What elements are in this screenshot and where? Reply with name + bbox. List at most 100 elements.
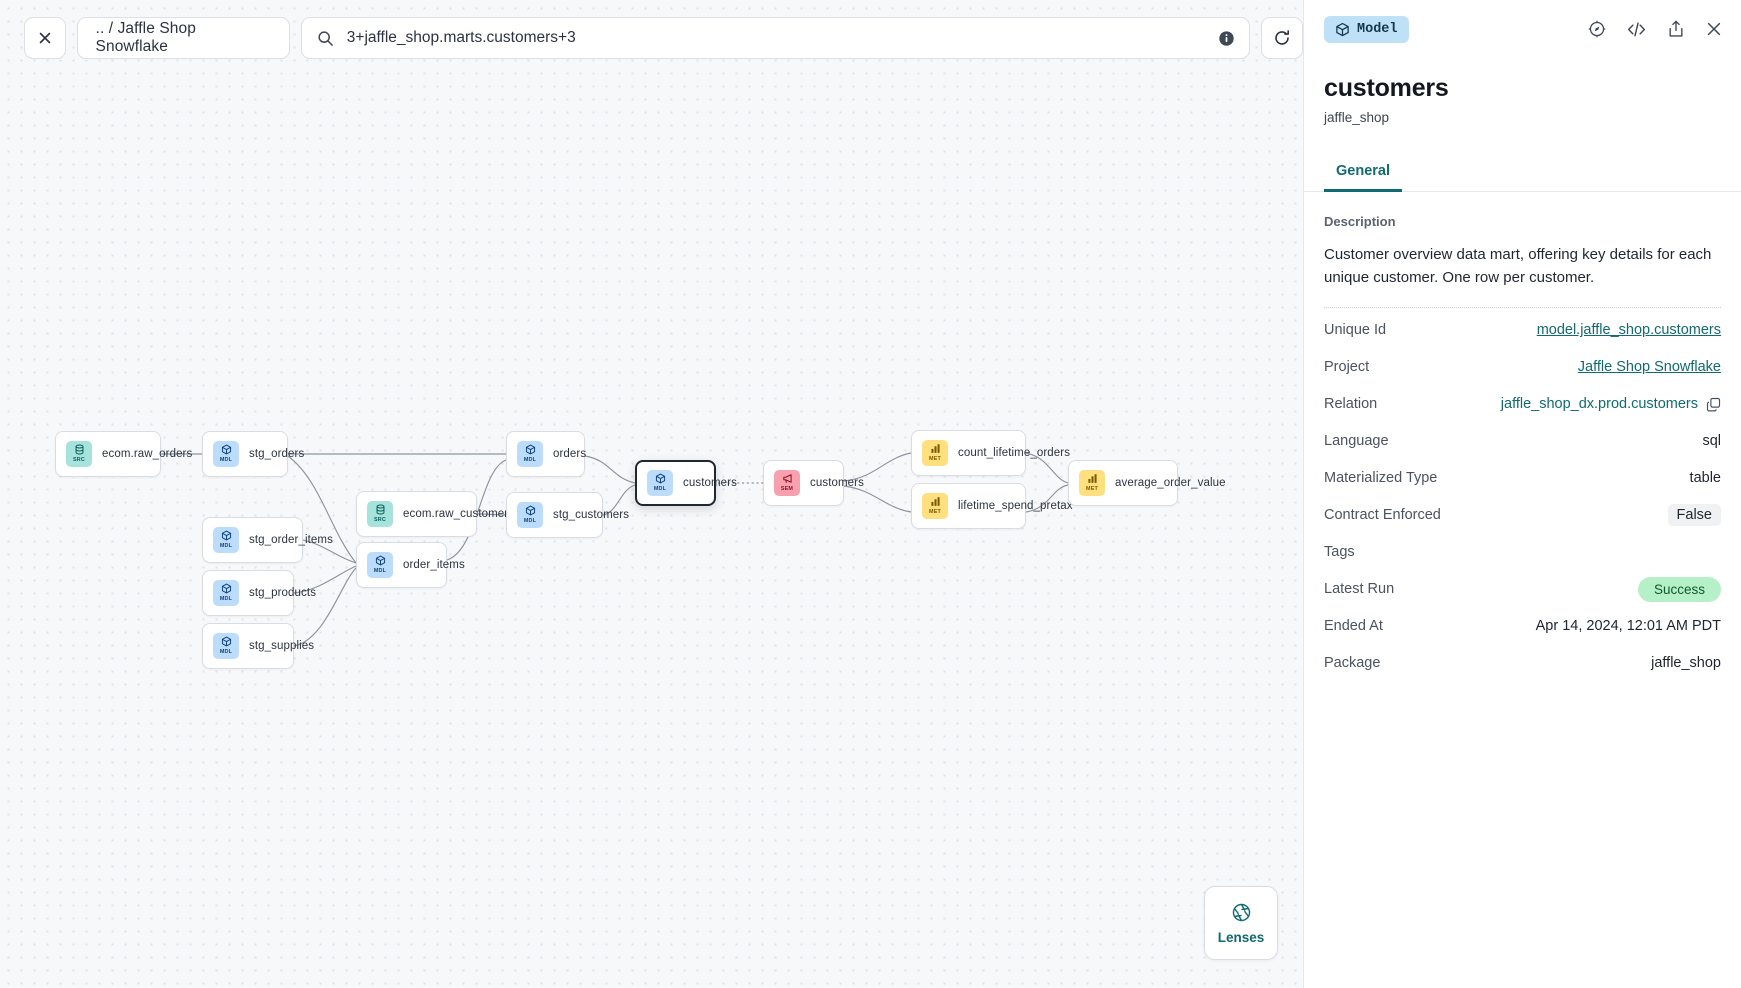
- graph-node-label: ecom.raw_customers: [403, 508, 515, 520]
- field-label: Relation: [1324, 396, 1378, 413]
- mdl-node-icon: MDL: [517, 441, 543, 467]
- cube-icon: [1335, 22, 1350, 37]
- field-ended-at: Ended At Apr 14, 2024, 12:01 AM PDT: [1324, 608, 1721, 645]
- mdl-node-icon: MDL: [213, 580, 239, 606]
- project-link[interactable]: Jaffle Shop Snowflake: [1577, 359, 1721, 376]
- mdl-node-icon: MDL: [517, 502, 543, 528]
- panel-toolbar: Model: [1304, 0, 1741, 58]
- graph-node-lifetime_spend_pretax[interactable]: MET lifetime_spend_pretax: [911, 483, 1073, 529]
- field-label: Project: [1324, 359, 1370, 376]
- field-label: Tags: [1324, 544, 1355, 561]
- graph-node-label: orders: [553, 448, 587, 460]
- materialized-value: table: [1689, 470, 1721, 487]
- close-lineage-button[interactable]: [24, 17, 66, 59]
- resource-type-chip[interactable]: Model: [1324, 15, 1409, 43]
- met-node-icon: MET: [922, 493, 948, 519]
- tab-general-label: General: [1336, 163, 1390, 179]
- search-bar[interactable]: [300, 17, 1251, 59]
- relation-value[interactable]: jaffle_shop_dx.prod.customers: [1500, 396, 1698, 413]
- graph-node-customers_model[interactable]: MDL customers: [635, 460, 737, 506]
- mdl-node-icon: MDL: [213, 633, 239, 659]
- src-node-icon: SRC: [66, 441, 92, 467]
- field-label: Unique Id: [1324, 322, 1387, 339]
- graph-node-ecom_raw_customers[interactable]: SRC ecom.raw_customers: [356, 491, 514, 537]
- info-icon[interactable]: [1218, 30, 1235, 47]
- field-package: Package jaffle_shop: [1324, 645, 1721, 682]
- lenses-label: Lenses: [1217, 929, 1265, 945]
- close-panel-icon[interactable]: [1705, 20, 1723, 38]
- field-label: Language: [1324, 433, 1389, 450]
- lenses-button[interactable]: Lenses: [1204, 886, 1278, 960]
- graph-node-label: stg_orders: [249, 448, 305, 460]
- graph-node-label: ecom.raw_orders: [102, 448, 193, 460]
- field-label: Latest Run: [1324, 581, 1395, 598]
- mdl-node-icon: MDL: [213, 527, 239, 553]
- refresh-button[interactable]: [1261, 17, 1303, 59]
- description-label: Description: [1324, 214, 1396, 229]
- graph-node-stg_order_items[interactable]: MDL stg_order_items: [202, 517, 333, 563]
- share-icon[interactable]: [1666, 19, 1686, 39]
- close-icon: [37, 30, 53, 46]
- mdl-node-icon: MDL: [213, 441, 239, 467]
- field-tags: Tags: [1324, 534, 1721, 571]
- field-latest-run: Latest Run Success: [1324, 571, 1721, 608]
- tab-general[interactable]: General: [1324, 155, 1402, 192]
- package-value: jaffle_shop: [1651, 655, 1721, 672]
- field-label: Contract Enforced: [1324, 507, 1441, 524]
- language-value: sql: [1702, 433, 1721, 450]
- breadcrumb[interactable]: .. / Jaffle Shop Snowflake: [76, 17, 290, 59]
- graph-node-stg_supplies[interactable]: MDL stg_supplies: [202, 623, 314, 669]
- graph-node-label: customers: [683, 477, 737, 489]
- mdl-node-icon: MDL: [647, 470, 673, 496]
- search-icon: [317, 30, 334, 47]
- graph-node-ecom_raw_orders[interactable]: SRC ecom.raw_orders: [55, 431, 192, 477]
- search-input[interactable]: [346, 29, 1206, 47]
- graph-node-label: lifetime_spend_pretax: [958, 500, 1073, 512]
- graph-node-stg_orders[interactable]: MDL stg_orders: [202, 431, 304, 477]
- src-node-icon: SRC: [367, 501, 393, 527]
- graph-node-label: order_items: [403, 559, 465, 571]
- graph-node-label: average_order_value: [1115, 477, 1226, 489]
- compass-icon[interactable]: [1587, 19, 1607, 39]
- field-unique-id: Unique Id model.jaffle_shop.customers: [1324, 312, 1721, 349]
- details-panel: Model: [1303, 0, 1741, 988]
- graph-node-label: stg_supplies: [249, 640, 315, 652]
- page-title: customers: [1324, 74, 1449, 102]
- unique-id-link[interactable]: model.jaffle_shop.customers: [1536, 322, 1721, 339]
- divider: [1324, 306, 1721, 308]
- panel-content: Description Customer overview data mart,…: [1304, 192, 1741, 988]
- field-label: Materialized Type: [1324, 470, 1438, 487]
- graph-node-order_items[interactable]: MDL order_items: [356, 542, 465, 588]
- mdl-node-icon: MDL: [367, 552, 393, 578]
- graph-node-average_order_value[interactable]: MET average_order_value: [1068, 460, 1225, 506]
- sem-node-icon: SEM: [774, 470, 800, 496]
- panel-tabs: General: [1304, 155, 1741, 192]
- breadcrumb-label: .. / Jaffle Shop Snowflake: [95, 20, 196, 55]
- graph-node-customers_semantic[interactable]: SEM customers: [763, 460, 864, 506]
- graph-node-label: customers: [810, 477, 864, 489]
- code-icon[interactable]: [1626, 19, 1647, 40]
- lineage-canvas[interactable]: .. / Jaffle Shop Snowflake: [0, 0, 1303, 988]
- aperture-icon: [1231, 902, 1252, 923]
- field-label: Package: [1324, 655, 1381, 672]
- description-text: Customer overview data mart, offering ke…: [1324, 246, 1712, 286]
- contract-value: False: [1667, 504, 1721, 527]
- graph-node-orders[interactable]: MDL orders: [506, 431, 587, 477]
- field-relation: Relation jaffle_shop_dx.prod.customers: [1324, 386, 1721, 423]
- graph-node-stg_products[interactable]: MDL stg_products: [202, 570, 316, 616]
- copy-icon[interactable]: [1706, 397, 1721, 412]
- field-label: Ended At: [1324, 618, 1383, 635]
- graph-node-label: stg_order_items: [249, 534, 333, 546]
- field-materialized-type: Materialized Type table: [1324, 460, 1721, 497]
- ended-at-value: Apr 14, 2024, 12:01 AM PDT: [1535, 618, 1721, 635]
- graph-node-count_lifetime_orders[interactable]: MET count_lifetime_orders: [911, 430, 1070, 476]
- field-language: Language sql: [1324, 423, 1721, 460]
- resource-type-label: Model: [1357, 21, 1398, 37]
- graph-node-label: stg_products: [249, 587, 317, 599]
- page-subtitle: jaffle_shop: [1324, 110, 1390, 125]
- canvas-toolbar: .. / Jaffle Shop Snowflake: [24, 17, 1303, 59]
- met-node-icon: MET: [922, 440, 948, 466]
- met-node-icon: MET: [1079, 470, 1105, 496]
- graph-node-label: count_lifetime_orders: [958, 447, 1071, 459]
